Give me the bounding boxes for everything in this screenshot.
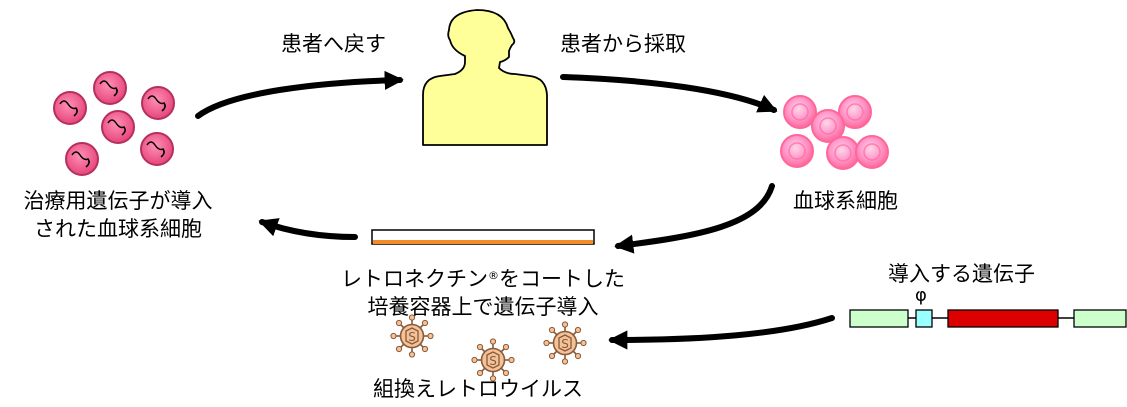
cycle-arrow-icon xyxy=(195,70,404,119)
cycle-arrow-icon xyxy=(614,183,775,254)
gene-construct-icon xyxy=(849,309,1127,328)
treated-cells-label-line1: 治療用遺伝子が導入 xyxy=(23,189,213,213)
culture-dish-icon xyxy=(371,229,595,245)
gene-psi-box xyxy=(915,309,933,328)
svg-text:S: S xyxy=(561,337,569,351)
treated-cell-icon xyxy=(65,142,99,176)
blood-cell-icon xyxy=(855,135,889,169)
retronectin-name: レトロネクチン xyxy=(341,267,488,291)
retrovirus-icon: S xyxy=(471,338,515,382)
patient-silhouette-icon xyxy=(422,9,548,146)
treated-cell-icon xyxy=(101,110,135,144)
blood-cell-icon xyxy=(783,95,817,129)
recombinant-retrovirus-label: 組換えレトロウイルス xyxy=(373,377,583,401)
blood-cell-cluster xyxy=(780,95,889,170)
registered-mark: ® xyxy=(488,269,499,282)
cycle-arrow-icon xyxy=(608,315,835,350)
treated-cell-icon xyxy=(140,132,174,166)
retronectin-suffix: をコートした xyxy=(499,267,625,291)
svg-text:S: S xyxy=(408,330,416,344)
transduction-label-line1: レトロネクチン®をコートした xyxy=(326,262,640,293)
blood-cell-icon xyxy=(780,134,814,168)
treated-cell-icon xyxy=(93,71,127,105)
gene-flank-left xyxy=(849,309,909,328)
collect-from-patient-label: 患者から採取 xyxy=(560,32,686,56)
transduction-label-line2: 培養容器上で遺伝子導入 xyxy=(367,295,599,319)
blood-cells-label: 血球系細胞 xyxy=(793,189,898,213)
treated-cells-label-line2: された血球系細胞 xyxy=(34,217,202,241)
cycle-arrow-icon xyxy=(560,74,778,113)
cycle-arrow-icon xyxy=(258,218,358,240)
blood-cell-icon xyxy=(838,95,872,129)
psi-label: φ xyxy=(915,285,927,306)
treated-cell-cluster xyxy=(53,71,175,176)
retrovirus-icon: S xyxy=(543,321,587,365)
treated-cells-label: 治療用遺伝子が導入 された血球系細胞 xyxy=(8,187,228,243)
svg-text:S: S xyxy=(489,354,497,368)
treated-cell-icon xyxy=(141,86,175,120)
gene-to-introduce-label: 導入する遺伝子 xyxy=(888,262,1035,286)
transduction-label: レトロネクチン®をコートした 培養容器上で遺伝子導入 xyxy=(326,262,640,321)
blood-cell-icon xyxy=(811,109,845,143)
blood-cell-icon xyxy=(826,136,860,170)
return-to-patient-label: 患者へ戻す xyxy=(281,32,386,56)
treated-cell-icon xyxy=(53,91,87,125)
retrovirus-icon: S xyxy=(390,314,434,358)
gene-main-segment xyxy=(947,309,1059,328)
gene-flank-right xyxy=(1073,309,1127,328)
